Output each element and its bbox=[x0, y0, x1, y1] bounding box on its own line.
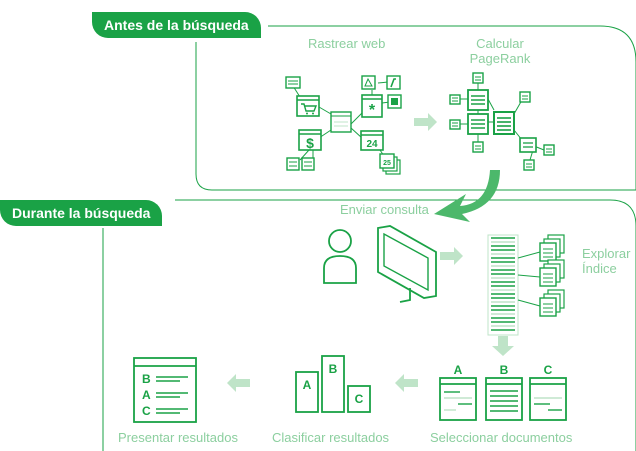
arrow-right-icon bbox=[414, 113, 437, 131]
during-search-title: Durante la búsqueda bbox=[12, 205, 151, 221]
send-query-label: Enviar consulta bbox=[340, 202, 429, 217]
pagerank-node-b bbox=[467, 113, 489, 135]
pagerank-node-a bbox=[467, 89, 489, 111]
during-search-header: Durante la búsqueda bbox=[0, 200, 163, 226]
podium-icon: A B C bbox=[295, 355, 371, 413]
dollar-icon: $ bbox=[298, 129, 322, 151]
asterisk-icon: * bbox=[361, 94, 383, 119]
monitor-icon bbox=[377, 225, 437, 303]
document-pair-icon bbox=[286, 157, 315, 171]
arrow-right-icon bbox=[440, 247, 463, 265]
doc-letter-c: C bbox=[544, 363, 553, 377]
calendar-day-text: 24 bbox=[366, 139, 378, 150]
arrow-left-icon bbox=[395, 374, 418, 392]
calculate-pagerank-line-1: Calcular bbox=[476, 36, 524, 51]
pagerank-node-right bbox=[519, 137, 537, 153]
pagerank-node-left-2 bbox=[449, 119, 461, 130]
index-lines bbox=[491, 237, 515, 331]
select-documents-label: Seleccionar documentos bbox=[430, 430, 573, 445]
explore-index-line-2: Índice bbox=[582, 261, 617, 276]
calendar-stack-icon: 25 bbox=[379, 153, 401, 175]
web-page-icon bbox=[330, 111, 352, 133]
dollar-glyph: $ bbox=[306, 135, 314, 151]
rank-results-label: Clasificar resultados bbox=[272, 430, 390, 445]
podium-second-text: A bbox=[303, 378, 312, 392]
document-b-icon: B bbox=[485, 363, 523, 421]
explore-index-label: Explorar Índice bbox=[582, 246, 630, 276]
podium-third-text: C bbox=[355, 392, 364, 406]
pdf-icon bbox=[361, 75, 376, 90]
result-second-text: A bbox=[142, 388, 151, 402]
arrow-down-icon bbox=[492, 336, 514, 356]
before-section-frame bbox=[195, 25, 636, 191]
document-stack-middle-icon bbox=[539, 259, 565, 287]
podium-first-text: B bbox=[329, 362, 338, 376]
pagerank-node-left bbox=[449, 94, 461, 105]
calculate-pagerank-line-2: PageRank bbox=[469, 51, 531, 66]
flash-icon bbox=[386, 75, 401, 90]
arrow-left-icon bbox=[227, 374, 250, 392]
index-connectors bbox=[517, 251, 541, 307]
curved-arrow-icon bbox=[434, 170, 500, 222]
pagerank-node-lower bbox=[523, 159, 535, 171]
results-list-icon: B A C bbox=[133, 357, 197, 423]
document-icon bbox=[285, 76, 301, 89]
document-stack-top-icon bbox=[539, 234, 565, 262]
user-icon bbox=[323, 229, 357, 284]
before-search-title: Antes de la búsqueda bbox=[104, 17, 249, 33]
before-search-header: Antes de la búsqueda bbox=[92, 12, 261, 38]
explore-index-line-1: Explorar bbox=[582, 246, 631, 261]
image-file-icon bbox=[387, 94, 402, 109]
result-third-text: C bbox=[142, 404, 151, 418]
calendar-stack-text: 25 bbox=[383, 160, 391, 167]
shopping-cart-icon bbox=[296, 95, 320, 117]
pagerank-node-top bbox=[472, 72, 484, 84]
pagerank-node-right-top bbox=[519, 91, 531, 103]
asterisk-glyph: * bbox=[369, 102, 376, 119]
doc-letter-b: B bbox=[500, 363, 509, 377]
document-a-icon: A bbox=[439, 363, 477, 421]
doc-letter-a: A bbox=[454, 363, 463, 377]
calculate-pagerank-label: Calcular PageRank bbox=[460, 36, 540, 66]
crawl-web-label: Rastrear web bbox=[308, 36, 386, 51]
pagerank-node-main bbox=[493, 111, 515, 135]
document-c-icon: C bbox=[529, 363, 567, 421]
calendar-icon: 24 bbox=[360, 130, 384, 151]
pagerank-node-far-right bbox=[543, 144, 555, 156]
pagerank-node-bottom bbox=[472, 141, 484, 153]
document-stack-bottom-icon bbox=[539, 289, 565, 317]
present-results-label: Presentar resultados bbox=[118, 430, 238, 445]
result-first-text: B bbox=[142, 372, 151, 386]
